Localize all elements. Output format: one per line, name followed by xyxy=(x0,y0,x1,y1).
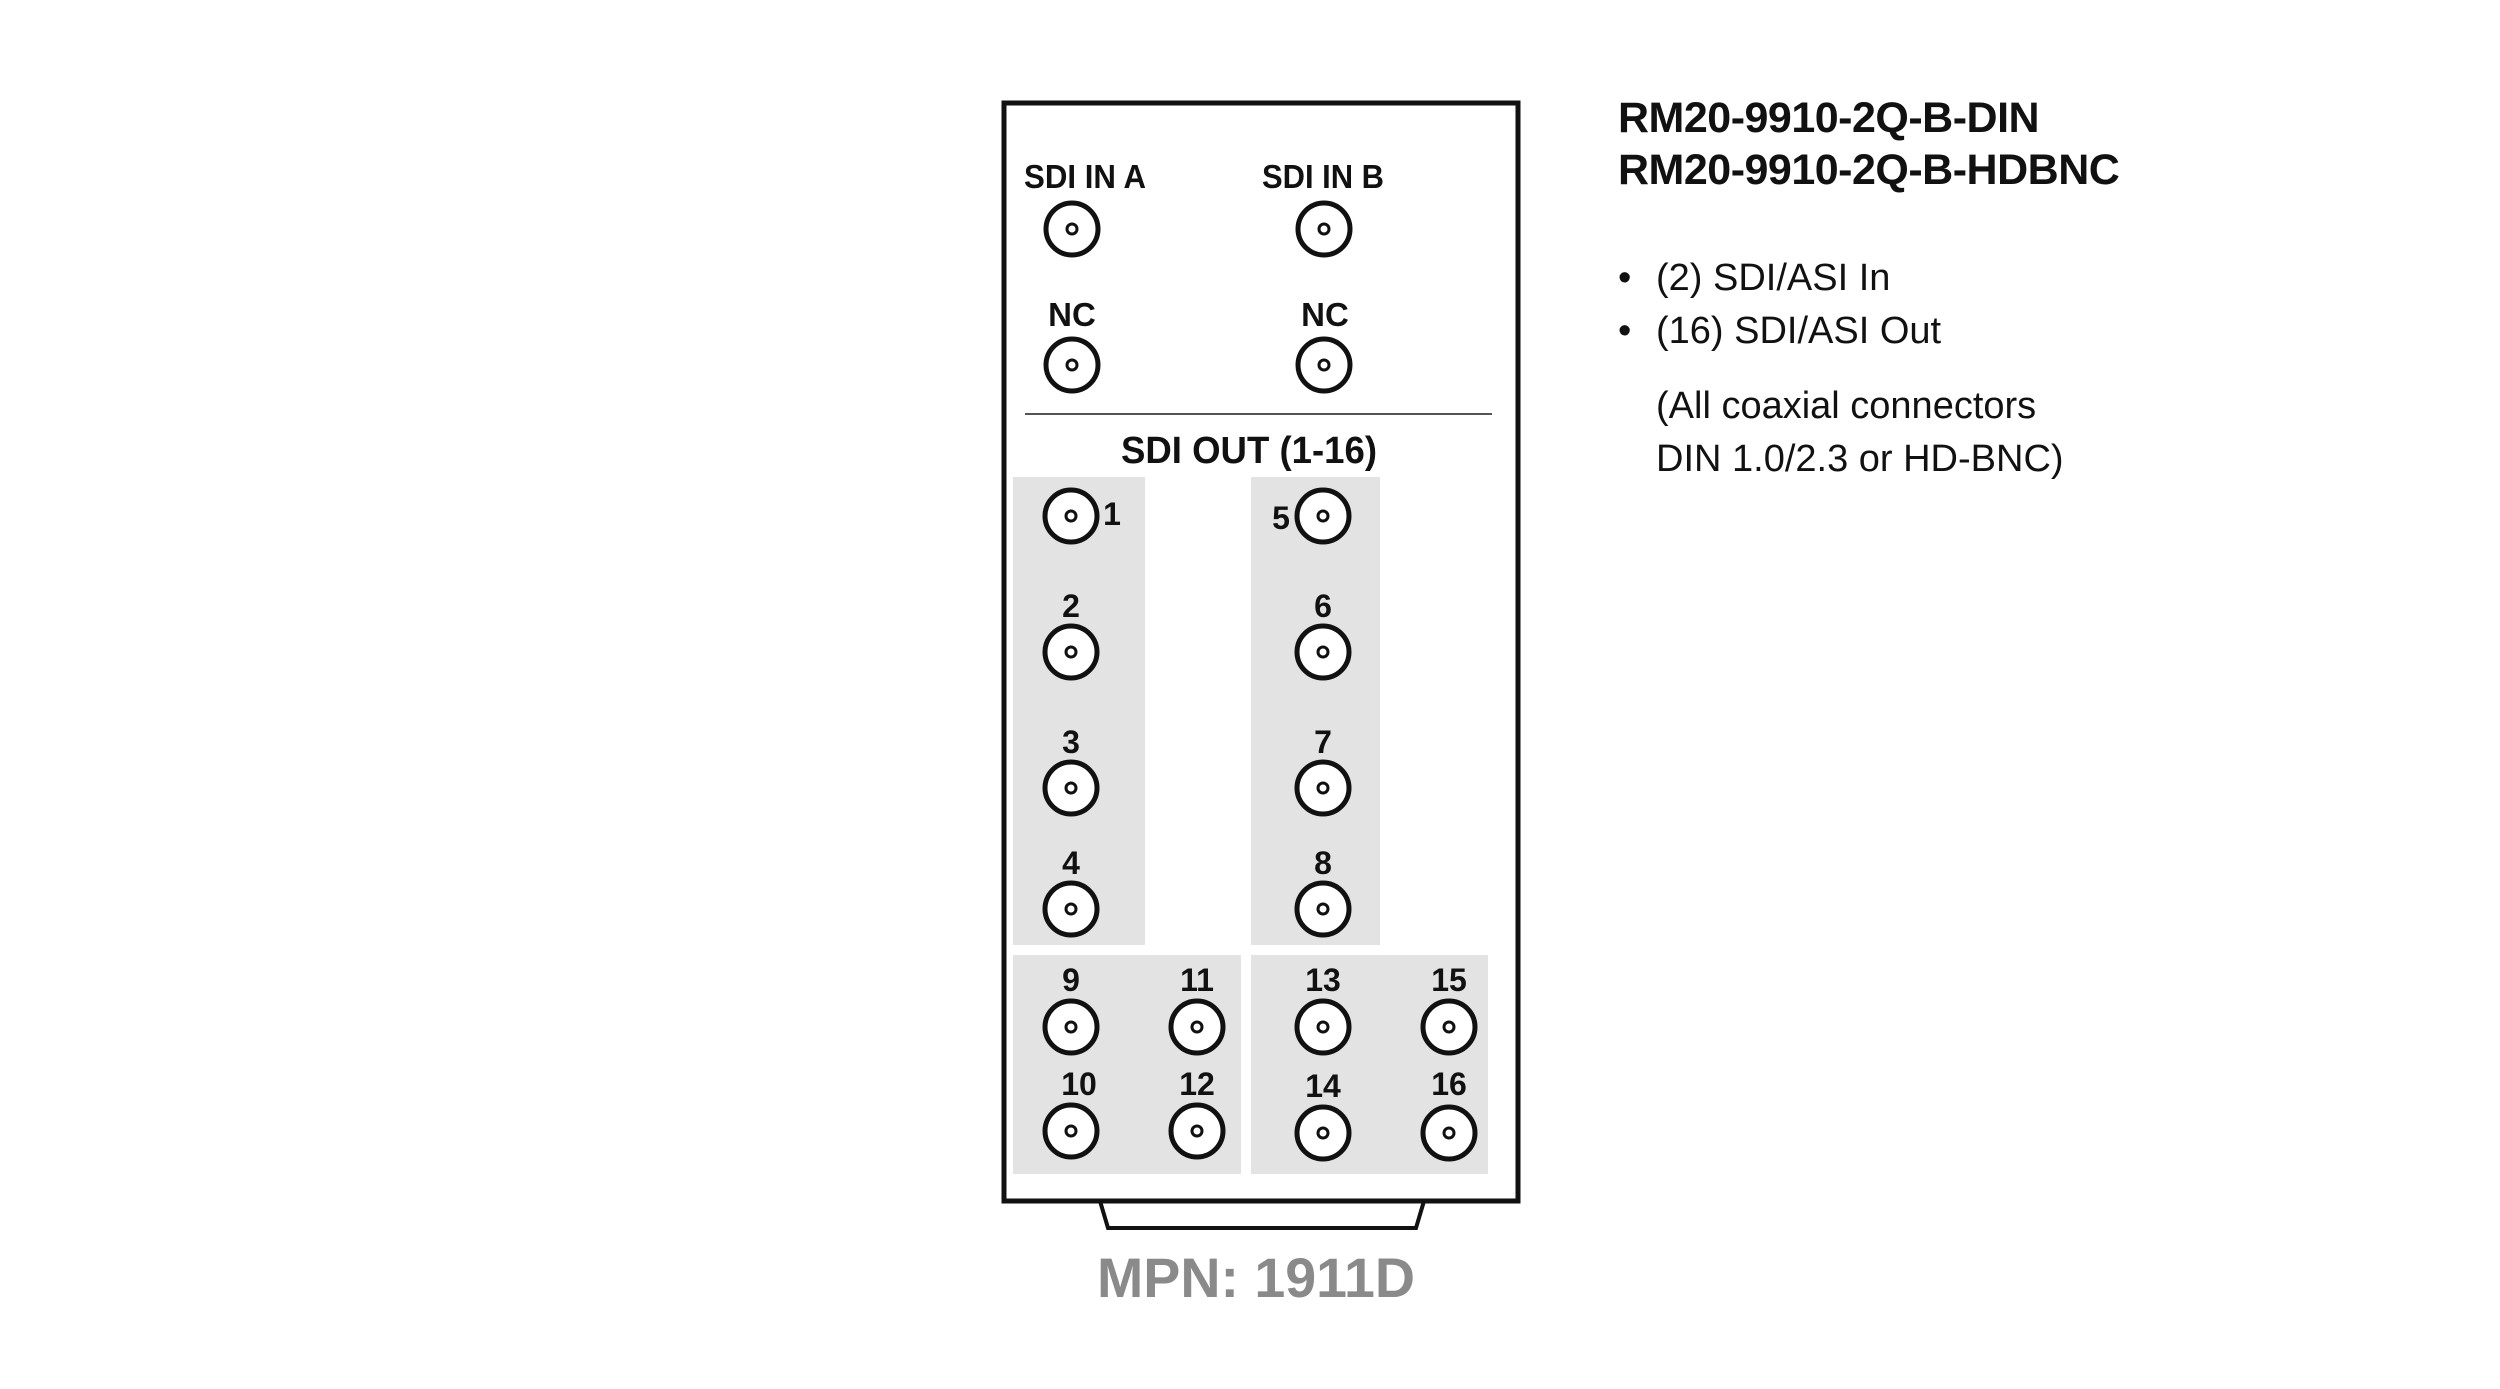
connector-note-line: (All coaxial connectors xyxy=(1656,385,2037,427)
sdi-out-2-label: 2 xyxy=(1062,588,1080,624)
sdi-out-5-label: 5 xyxy=(1272,500,1290,536)
connector-note: (All coaxial connectors DIN 1.0/2.3 or H… xyxy=(1656,380,2119,486)
sdi-out-10-label: 10 xyxy=(1061,1066,1097,1102)
sdi-out-8-label: 8 xyxy=(1314,845,1332,881)
output-group-5-8 xyxy=(1251,477,1380,945)
sdi-out-2-connector-icon xyxy=(1042,623,1100,681)
input-label-nc-b: NC xyxy=(1301,296,1349,333)
sdi-in-a-connector-icon xyxy=(1043,200,1101,258)
mpn-label: MPN: 1911D xyxy=(1097,1246,1415,1309)
sdi-out-9-label: 9 xyxy=(1062,962,1080,998)
sdi-out-16-connector-icon xyxy=(1420,1104,1478,1162)
feature-text: (2) SDI/ASI In xyxy=(1656,257,1891,299)
sdi-out-15-connector-icon xyxy=(1420,998,1478,1056)
output-header: SDI OUT (1-16) xyxy=(1121,430,1377,472)
sdi-out-9-connector-icon xyxy=(1042,998,1100,1056)
model-number-hdbnc: RM20-9910-2Q-B-HDBNC xyxy=(1618,146,2120,194)
output-group-1-4 xyxy=(1013,477,1145,945)
sdi-out-3-connector-icon xyxy=(1042,759,1100,817)
sdi-out-13-label: 13 xyxy=(1305,962,1341,998)
sdi-in-b-connector-icon xyxy=(1295,200,1353,258)
sdi-out-14-label: 14 xyxy=(1305,1068,1341,1104)
input-label-sdi-in-b: SDI IN B xyxy=(1262,158,1384,195)
sdi-out-4-connector-icon xyxy=(1042,880,1100,938)
input-label-nc-a: NC xyxy=(1048,296,1096,333)
sdi-out-13-connector-icon xyxy=(1294,998,1352,1056)
product-info: RM20-9910-2Q-B-DIN RM20-9910-2Q-B-HDBNC … xyxy=(1618,92,2120,486)
sdi-out-8-connector-icon xyxy=(1294,880,1352,938)
bullet-icon: • xyxy=(1618,310,1632,352)
panel-tab xyxy=(1098,1200,1426,1230)
sdi-out-11-connector-icon xyxy=(1168,998,1226,1056)
sdi-out-6-label: 6 xyxy=(1314,588,1332,624)
sdi-out-16-label: 16 xyxy=(1431,1066,1467,1102)
sdi-out-1-connector-icon xyxy=(1042,487,1100,545)
connector-note-line: DIN 1.0/2.3 or HD-BNC) xyxy=(1656,438,2064,480)
sdi-out-10-connector-icon xyxy=(1042,1102,1100,1160)
feature-list: • (2) SDI/ASI In • (16) SDI/ASI Out xyxy=(1618,252,2119,358)
sdi-out-12-connector-icon xyxy=(1168,1102,1226,1160)
model-number-din: RM20-9910-2Q-B-DIN xyxy=(1618,94,2040,142)
sdi-out-3-label: 3 xyxy=(1062,724,1080,760)
nc-a-connector-icon xyxy=(1043,336,1101,394)
nc-b-connector-icon xyxy=(1295,336,1353,394)
feature-text: (16) SDI/ASI Out xyxy=(1656,310,1942,352)
sdi-out-14-connector-icon xyxy=(1294,1104,1352,1162)
sdi-out-5-connector-icon xyxy=(1294,487,1352,545)
feature-list-item: • (2) SDI/ASI In xyxy=(1618,252,2119,305)
sdi-out-11-label: 11 xyxy=(1180,962,1214,998)
sdi-out-6-connector-icon xyxy=(1294,623,1352,681)
sdi-out-12-label: 12 xyxy=(1179,1066,1215,1102)
sdi-out-7-connector-icon xyxy=(1294,759,1352,817)
sdi-out-4-label: 4 xyxy=(1062,845,1080,881)
bullet-icon: • xyxy=(1618,257,1632,299)
feature-list-item: • (16) SDI/ASI Out xyxy=(1618,305,2119,358)
sdi-out-15-label: 15 xyxy=(1431,962,1467,998)
sdi-out-7-label: 7 xyxy=(1314,724,1332,760)
sdi-out-1-label: 1 xyxy=(1103,496,1121,532)
input-label-sdi-in-a: SDI IN A xyxy=(1024,158,1146,195)
